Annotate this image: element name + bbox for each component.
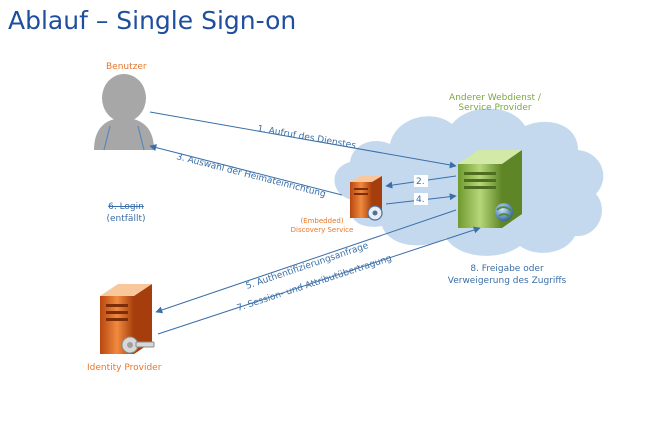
- service-provider-server-icon: [458, 150, 522, 228]
- discovery-service-label-line2: Discovery Service: [290, 226, 354, 234]
- service-provider-label-line1: Anderer Webdienst /: [449, 93, 541, 103]
- discovery-service-label-line1: (Embedded): [300, 217, 344, 225]
- arrow-step-1: [149, 111, 457, 169]
- step-2-label: 2.: [416, 177, 425, 187]
- result-label-line2: Verweigerung des Zugriffs: [447, 276, 567, 286]
- arrow-step-3: [149, 144, 343, 196]
- login-label-line1: 6. Login: [108, 202, 144, 212]
- globe-icon: [495, 203, 513, 221]
- arrow-step-5: [155, 209, 457, 314]
- result-label-line1: 8. Freigabe oder: [470, 264, 544, 274]
- identity-provider-label: Identity Provider: [87, 363, 162, 373]
- page-title: Ablauf – Single Sign-on: [8, 6, 297, 35]
- step-1-label: 1. Aufruf des Dienstes: [256, 124, 356, 151]
- discovery-service-label: (Embedded) Discovery Service: [283, 217, 361, 235]
- user-icon: [94, 74, 154, 151]
- step-4-box: [414, 193, 428, 205]
- identity-provider-server-icon: [100, 284, 155, 354]
- result-label: 8. Freigabe oder Verweigerung des Zugrif…: [432, 263, 582, 287]
- arrow-step-7: [157, 226, 481, 335]
- discovery-service-server-icon: [350, 176, 383, 221]
- step-2-box: [414, 175, 428, 187]
- service-provider-label-line2: Service Provider: [458, 103, 532, 113]
- login-label: 6. Login (entfällt): [96, 201, 156, 225]
- user-label: Benutzer: [106, 62, 147, 72]
- key-icon: [121, 336, 155, 354]
- service-provider-label: Anderer Webdienst / Service Provider: [440, 93, 550, 113]
- step-4-label: 4.: [416, 195, 425, 205]
- login-label-line2: (entfällt): [106, 214, 146, 224]
- step-3-label: 3. Auswahl der Heimateinrichtung: [175, 152, 326, 200]
